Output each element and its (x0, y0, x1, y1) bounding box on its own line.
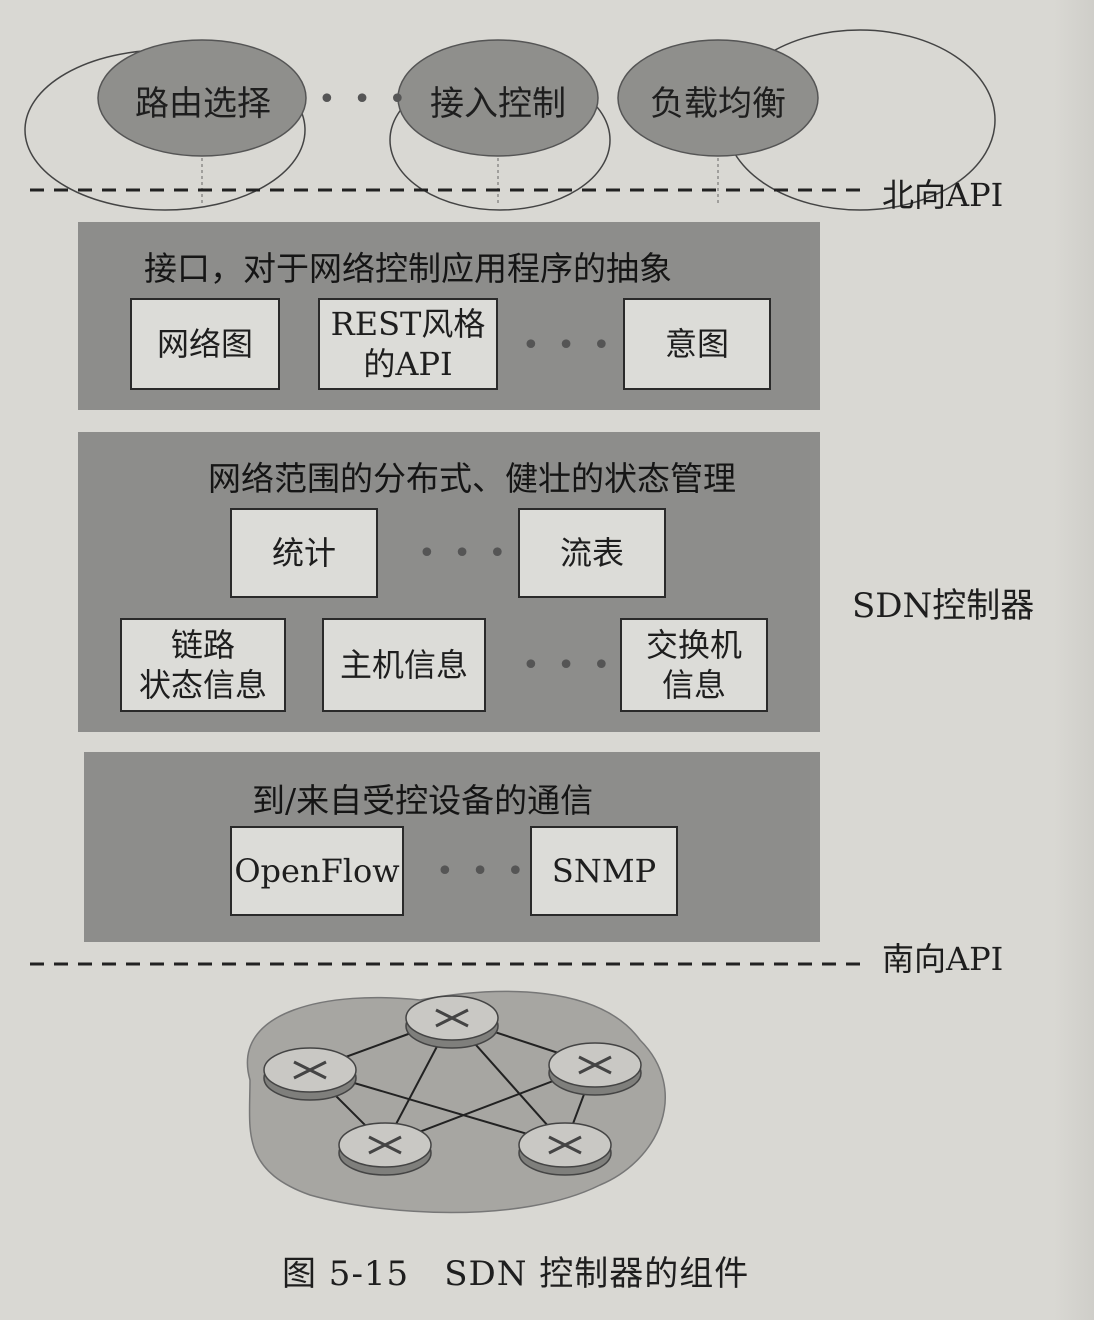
statistics-box: 统计 (230, 508, 378, 598)
layer2-row1-ellipsis: • • • (418, 536, 511, 571)
host-info-box: 主机信息 (322, 618, 486, 712)
figure-caption: 图 5-15 SDN 控制器的组件 (282, 1254, 750, 1294)
layer3-ellipsis: • • • (436, 854, 529, 889)
layer1-title: 接口，对于网络控制应用程序的抽象 (144, 249, 672, 288)
intent-box: 意图 (623, 298, 771, 390)
flow-table-box: 流表 (518, 508, 666, 598)
layer3-title: 到/来自受控设备的通信 (252, 781, 594, 820)
openflow-box: OpenFlow (230, 826, 404, 916)
app-load-balance-label: 负载均衡 (650, 84, 786, 124)
app-access-control-label: 接入控制 (430, 84, 566, 124)
rest-api-box: REST风格 的API (318, 298, 498, 390)
apps-ellipsis: • • • (318, 82, 411, 117)
southbound-api-label: 南向API (882, 940, 1004, 978)
sdn-controller-label: SDN控制器 (852, 586, 1035, 626)
snmp-box: SNMP (530, 826, 678, 916)
page-edge (1054, 0, 1094, 1320)
layer-interface-abstraction: 接口，对于网络控制应用程序的抽象 网络图 REST风格 的API • • • 意… (78, 222, 820, 410)
northbound-api-label: 北向API (882, 176, 1004, 214)
router-icon (338, 1122, 432, 1176)
router-icon (548, 1042, 642, 1096)
router-icon (518, 1122, 612, 1176)
layer-state-management: 网络范围的分布式、健壮的状态管理 统计 • • • 流表 链路 状态信息 主机信… (78, 432, 820, 732)
layer2-title: 网络范围的分布式、健壮的状态管理 (208, 459, 736, 498)
app-routing-label: 路由选择 (135, 84, 271, 124)
layer1-ellipsis: • • • (522, 328, 615, 363)
router-icon (263, 1047, 357, 1101)
link-state-box: 链路 状态信息 (120, 618, 286, 712)
network-graph-box: 网络图 (130, 298, 280, 390)
routing-oval (97, 39, 307, 157)
switch-info-box: 交换机 信息 (620, 618, 768, 712)
load-balance-oval (617, 39, 819, 157)
layer-device-communication: 到/来自受控设备的通信 OpenFlow • • • SNMP (84, 752, 820, 942)
router-icon (405, 995, 499, 1049)
access-control-oval (397, 39, 599, 157)
layer2-row2-ellipsis: • • • (522, 648, 615, 683)
